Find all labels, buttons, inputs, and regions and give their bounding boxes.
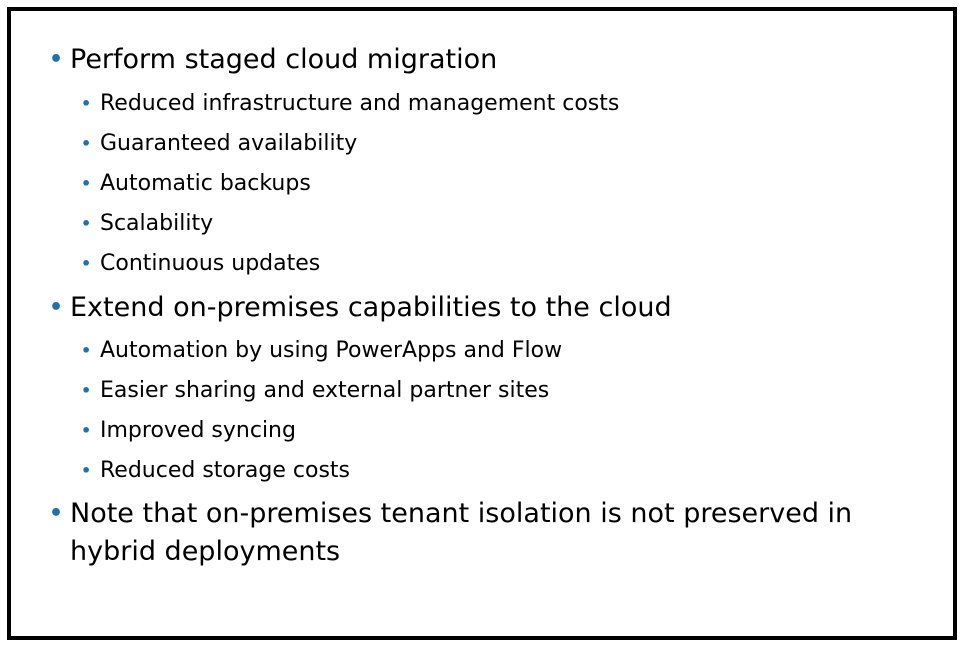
list-item: • Guaranteed availability xyxy=(81,129,358,159)
list-item-label: Reduced infrastructure and management co… xyxy=(100,91,620,116)
bullet-icon: • xyxy=(49,295,64,320)
section-heading-label: Extend on-premises capabilities to the c… xyxy=(70,292,672,323)
bullet-icon: • xyxy=(49,47,64,72)
bullet-icon: • xyxy=(81,214,92,233)
list-item: • Easier sharing and external partner si… xyxy=(81,376,550,406)
list-item-label: Guaranteed availability xyxy=(100,131,358,156)
bullet-icon: • xyxy=(81,94,92,113)
list-item: • Continuous updates xyxy=(81,249,321,279)
list-item: • Reduced storage costs xyxy=(81,456,351,486)
section-heading-staged-migration: • Perform staged cloud migration xyxy=(49,41,498,79)
list-item-label: Automatic backups xyxy=(100,171,311,196)
list-item: • Reduced infrastructure and management … xyxy=(81,89,620,119)
list-item-label: Reduced storage costs xyxy=(100,458,351,483)
list-item-label: Improved syncing xyxy=(100,418,296,443)
bullet-icon: • xyxy=(81,381,92,400)
section-heading-label: Note that on-premises tenant isolation i… xyxy=(70,498,853,567)
section-heading-extend-capabilities: • Extend on-premises capabilities to the… xyxy=(49,289,672,327)
list-item: • Automatic backups xyxy=(81,169,311,199)
bullet-icon: • xyxy=(81,461,92,480)
section-heading-label: Perform staged cloud migration xyxy=(70,44,498,75)
section-heading-note: • Note that on-premises tenant isolation… xyxy=(49,495,910,571)
list-item-label: Scalability xyxy=(100,211,214,236)
list-item-label: Continuous updates xyxy=(100,251,321,276)
bullet-icon: • xyxy=(81,174,92,193)
list-item-label: Easier sharing and external partner site… xyxy=(100,378,550,403)
slide-frame: • Perform staged cloud migration • Reduc… xyxy=(7,7,957,640)
list-item: • Improved syncing xyxy=(81,416,296,446)
list-item: • Scalability xyxy=(81,209,214,239)
bullet-icon: • xyxy=(81,134,92,153)
bullet-icon: • xyxy=(81,341,92,360)
bullet-icon: • xyxy=(49,501,64,526)
bullet-icon: • xyxy=(81,421,92,440)
list-item: • Automation by using PowerApps and Flow xyxy=(81,336,563,366)
bullet-icon: • xyxy=(81,254,92,273)
list-item-label: Automation by using PowerApps and Flow xyxy=(100,338,563,363)
